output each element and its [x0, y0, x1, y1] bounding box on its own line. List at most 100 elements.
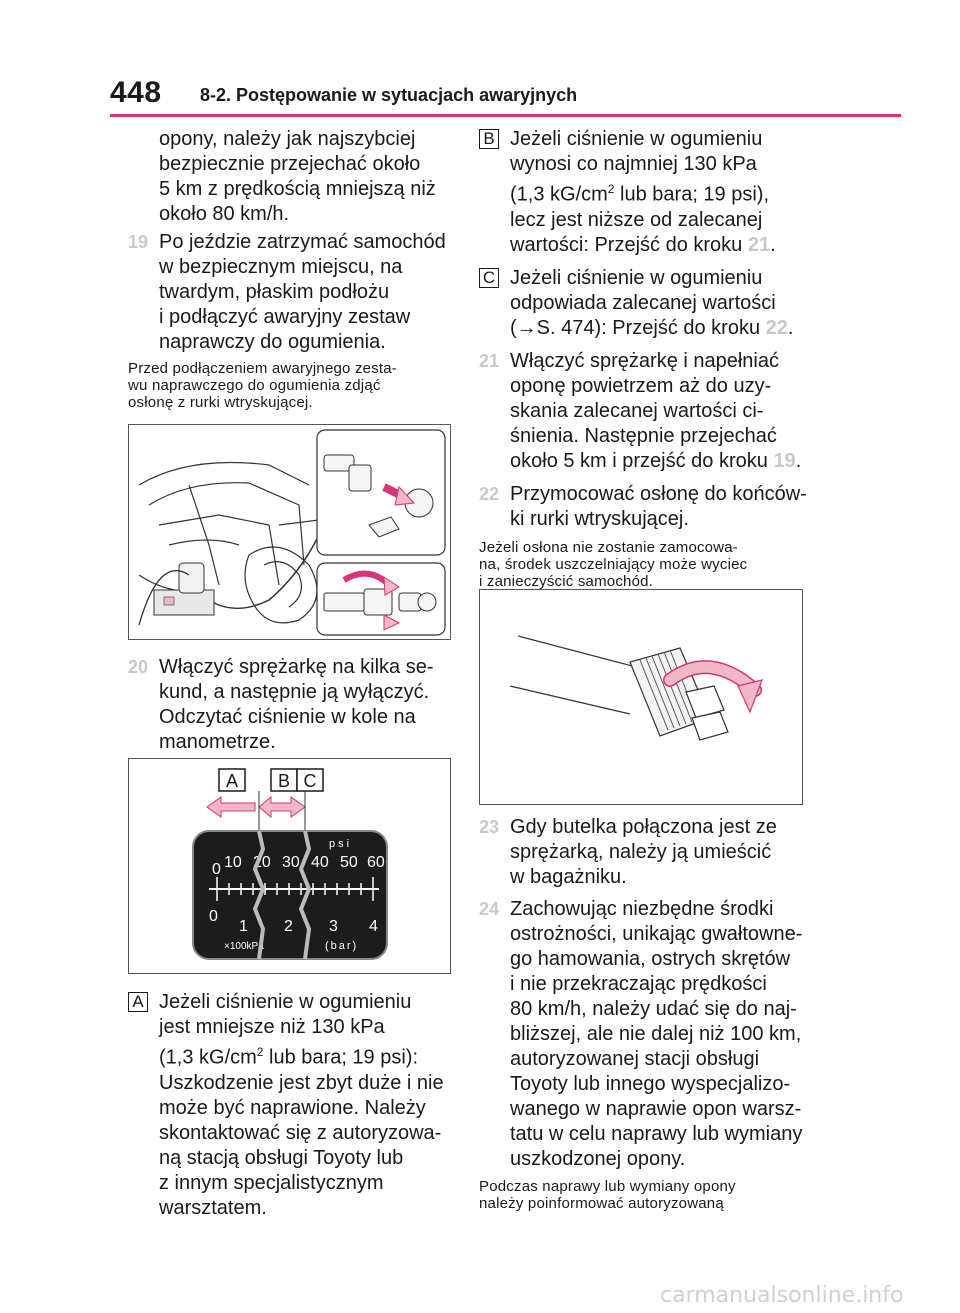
car-interior-drawing [138, 429, 446, 636]
note-1: Przed podłączeniem awaryjnego zesta- wu … [128, 360, 468, 411]
step-line: uszkodzonej opony. [510, 1148, 686, 1170]
step-ref: 19 [773, 449, 796, 472]
step-line: Włączyć sprężarkę i napełniać [510, 349, 779, 372]
nozzle-drawing [509, 635, 763, 741]
note-line: należy poinformować autoryzowaną [479, 1195, 724, 1212]
psi-tick: 0 [212, 861, 221, 878]
psi-tick: 10 [224, 854, 242, 871]
psi-tick: 40 [311, 854, 329, 871]
period: . [787, 316, 794, 339]
step-text: około 5 km i przejść do kroku [510, 449, 774, 472]
page-number: 448 [110, 76, 162, 109]
case-line: z innym specjalistycznym [159, 1171, 384, 1194]
case-line: Jeżeli ciśnienie w ogumieniu [159, 991, 412, 1013]
kg-text: (1,3 kG/cm [510, 183, 608, 206]
case-line: odpowiada zalecanej wartości [510, 291, 776, 314]
step-20: 20 Włączyć sprężarkę na kilka se- kund, … [128, 655, 468, 755]
psi-unit: psi [329, 838, 352, 850]
case-line: ną stacją obsługi Toyoty lub [159, 1146, 404, 1169]
case-c-label: C [479, 267, 499, 288]
gauge-label-b: B [278, 771, 290, 791]
bar-tick: 0 [209, 908, 218, 925]
psi-tick: 60 [367, 854, 385, 871]
step-line: naprawczy do ogumienia. [159, 331, 386, 353]
case-line: Uszkodzenie jest zbyt duże i nie [159, 1071, 444, 1094]
bar-unit: (bar) [325, 940, 358, 952]
case-b-label: B [479, 129, 499, 149]
step-line: około 5 km i przejść do kroku 19. [510, 449, 824, 474]
step-ref: 22 [765, 316, 788, 339]
step-line: skania zalecanej wartości ci- [510, 399, 764, 422]
step-line: śnienia. Następnie przejechać [510, 424, 777, 447]
case-a: A Jeżeli ciśnienie w ogumieniu jest mnie… [128, 990, 468, 1221]
step-line: Zachowując niezbędne środki [510, 898, 774, 920]
note-line: i zanieczyścić samochód. [479, 572, 654, 590]
note-2: Jeżeli osłona nie zostanie zamocowa- na,… [479, 539, 824, 590]
case-line: może być naprawione. Należy [159, 1096, 426, 1119]
kpa-unit: ×100kPa [224, 941, 264, 952]
step-line: ki rurki wtryskującej. [510, 507, 689, 530]
gauge-label-c: C [304, 771, 317, 791]
case-line: (→S. 474): Przejść do kroku 22. [510, 316, 824, 341]
step-line: ostrożności, unikając gwałtowne- [510, 923, 803, 945]
step-line: Odczytać ciśnienie w kole na [159, 706, 416, 728]
case-line: warsztatem. [159, 1196, 267, 1219]
step-23: 23 Gdy butelka połączona jest ze sprężar… [479, 815, 824, 890]
period: . [795, 449, 802, 472]
compressor-connection-illustration [128, 424, 451, 640]
step-line: 80 km/h, należy udać się do naj- [510, 998, 797, 1020]
bar-tick: 3 [329, 918, 338, 935]
case-line: wartości: Przejść do kroku 21. [510, 233, 824, 258]
kg-text: (1,3 kG/cm [159, 1046, 257, 1069]
step-line: i nie przekraczając prędkości [510, 973, 767, 995]
case-text: (→S. 474): Przejść do kroku [510, 316, 766, 339]
cap-attach-illustration [479, 589, 803, 805]
step-line: i podłączyć awaryjny zestaw [159, 306, 411, 328]
header-rule [110, 114, 901, 117]
superscript: 2 [256, 1045, 264, 1059]
note-line: Podczas naprawy lub wymiany opony [479, 1178, 736, 1195]
case-a-block: A Jeżeli ciśnienie w ogumieniu jest mnie… [128, 990, 468, 1221]
case-line: lecz jest niższe od zalecanej [510, 208, 763, 231]
psi-tick: 30 [282, 854, 300, 871]
step-number: 24 [479, 899, 500, 919]
kg-rest: lub bara; 19 psi): [263, 1046, 419, 1069]
note-line: wu naprawczego do ogumienia zdjąć [128, 377, 381, 394]
intro-text: opony, należy jak najszybciej bezpieczni… [128, 127, 468, 227]
step-number: 22 [479, 483, 500, 504]
note-line: na, środek uszczelniający może wyciec [479, 555, 748, 573]
superscript: 2 [607, 182, 615, 196]
step-line: w bagażniku. [510, 866, 627, 888]
gauge-drawing: A B C psi 0 10 20 30 40 50 60 0 1 2 3 4 … [192, 768, 388, 960]
case-b: B Jeżeli ciśnienie w ogumieniu wynosi co… [479, 127, 824, 258]
case-c: C Jeżeli ciśnienie w ogumieniu odpowiada… [479, 266, 824, 341]
step-24: 24 Zachowując niezbędne środki ostrożnoś… [479, 897, 824, 1172]
note-line: Jeżeli osłona nie zostanie zamocowa- [479, 538, 738, 556]
note-3: Podczas naprawy lub wymiany opony należy… [479, 1178, 824, 1212]
step-line: manometrze. [159, 731, 276, 753]
left-column: opony, należy jak najszybciej bezpieczni… [128, 127, 468, 411]
gauge-scale-ticks [216, 877, 374, 901]
step-number: 19 [128, 232, 149, 252]
bar-tick: 2 [284, 918, 293, 935]
pressure-gauge-illustration: A B C psi 0 10 20 30 40 50 60 0 1 2 3 4 … [128, 758, 451, 974]
intro-line: bezpiecznie przejechać około [159, 153, 421, 175]
bar-tick: 4 [369, 918, 378, 935]
case-line: Jeżeli ciśnienie w ogumieniu [510, 128, 763, 150]
case-line: jest mniejsze niż 130 kPa [159, 1016, 385, 1038]
bar-tick: 1 [239, 918, 248, 935]
footer-watermark: carmanualsonline.info [660, 1283, 904, 1308]
step-number: 21 [479, 350, 500, 371]
case-line-kg: (1,3 kG/cm2 lub bara; 19 psi): [159, 1040, 468, 1071]
step-line: wanego w naprawie opon warsz- [510, 1098, 802, 1120]
case-line: Jeżeli ciśnienie w ogumieniu [510, 266, 763, 289]
step-line: twardym, płaskim podłożu [159, 281, 390, 303]
step-line: Przymocować osłonę do końców- [510, 482, 807, 505]
step-line: tatu w celu naprawy lub wymiany [510, 1123, 803, 1145]
step-ref: 21 [747, 233, 771, 256]
intro-line: 5 km z prędkością mniejszą niż [159, 178, 436, 200]
hose-connect-detail [323, 588, 437, 616]
step-line: go hamowania, ostrych skrętów [510, 948, 791, 970]
right-column: B Jeżeli ciśnienie w ogumieniu wynosi co… [479, 127, 824, 590]
step-line: Po jeździe zatrzymać samochód [159, 231, 446, 253]
